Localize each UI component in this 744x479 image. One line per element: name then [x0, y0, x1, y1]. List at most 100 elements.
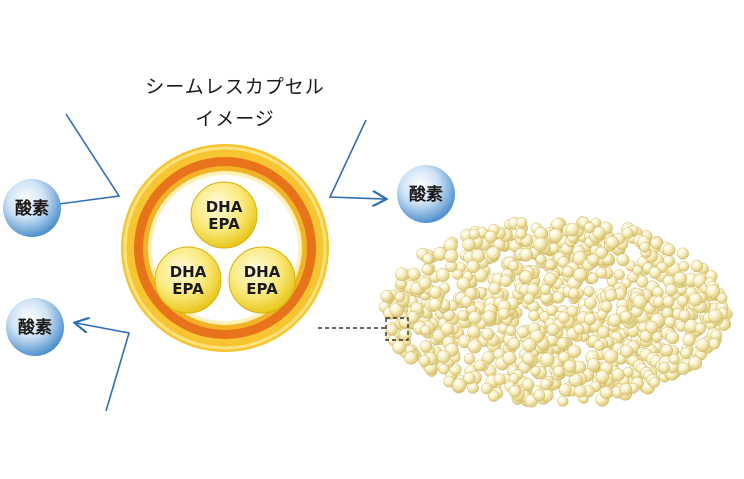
capsule-bead [604, 289, 618, 302]
capsule-bead [557, 395, 569, 407]
capsule-bead [488, 282, 502, 295]
dha-label-top: DHA [206, 198, 243, 216]
capsule-bead [535, 254, 547, 265]
capsule-bead [662, 295, 675, 308]
capsule-bead [690, 259, 704, 273]
oxygen-bubble-upper-left: 酸素 [3, 179, 61, 237]
capsule-bead [528, 310, 540, 322]
capsule-bead [546, 323, 560, 337]
capsule-bead [493, 373, 506, 386]
epa-label-top: EPA [208, 215, 240, 233]
capsule-bead [394, 267, 409, 282]
capsule-bead [584, 312, 597, 326]
capsule-bead [436, 350, 451, 364]
capsule-bead [481, 382, 493, 395]
capsule-bead [716, 292, 728, 304]
capsule-bead [664, 316, 676, 329]
capsule-bead [645, 320, 659, 334]
capsule-bead [533, 389, 546, 402]
capsule-bead [565, 222, 580, 237]
capsule-bead [665, 331, 680, 345]
capsule-bead [523, 293, 535, 305]
capsule-bead [705, 284, 721, 299]
capsule-bead [540, 352, 555, 367]
arrow-right [328, 119, 385, 199]
capsule-bead [556, 337, 569, 350]
diagram-title-line-1: シームレスカプセル [145, 76, 325, 98]
capsule-bead [573, 268, 588, 283]
capsule-bead [611, 368, 625, 382]
capsule-bead [546, 304, 558, 316]
capsule-bead [677, 362, 690, 375]
dha-label-left: DHA [170, 263, 207, 281]
capsule-bead [563, 359, 577, 373]
capsule-bead-pile [378, 216, 733, 408]
capsule-bead [463, 372, 476, 385]
capsule-bead [435, 268, 450, 282]
capsule-bead [508, 260, 520, 272]
capsule-bead [487, 390, 500, 402]
capsule-bead [592, 226, 606, 240]
capsule-bead [584, 296, 597, 310]
capsule-bead [540, 284, 551, 295]
capsule-bead [429, 286, 442, 299]
diagram-title-line-2: イメージ [195, 108, 275, 130]
capsule-bead [452, 268, 463, 280]
capsule-bead [595, 370, 610, 384]
oxygen-bubble-lower-left: 酸素 [6, 298, 64, 356]
capsule-bead [562, 265, 574, 278]
capsule-bead [515, 217, 528, 229]
capsule-bead [632, 294, 647, 309]
capsule-bead [530, 366, 541, 377]
capsule-bead [648, 266, 662, 279]
capsule-bead [584, 222, 595, 234]
seamless-capsule: DHA EPA DHA EPA DHA EPA [121, 144, 329, 352]
capsule-bead [497, 307, 510, 320]
capsule-bead [639, 241, 651, 253]
capsule-bead [467, 339, 482, 354]
capsule-bead [380, 290, 393, 303]
capsule-bead [676, 247, 689, 260]
capsule-bead [438, 363, 450, 375]
capsule-bead [678, 309, 691, 322]
capsule-bead [474, 268, 489, 283]
capsule-bead [519, 270, 533, 284]
capsule-bead [449, 363, 462, 376]
capsule-bead [539, 378, 552, 390]
capsule-bead [595, 267, 608, 279]
capsule-bead [505, 325, 517, 336]
capsule-bead [385, 323, 398, 336]
capsule-bead [508, 385, 522, 398]
capsule-bead [407, 267, 421, 281]
capsule-bead [567, 287, 580, 300]
capsule-bead [452, 378, 467, 393]
capsule-bead [521, 378, 535, 391]
dha-epa-droplet-top: DHA EPA [190, 181, 258, 249]
capsule-bead [678, 260, 690, 272]
capsule-bead [676, 295, 689, 307]
capsule-bead [418, 354, 431, 367]
capsule-bead [462, 238, 476, 252]
capsule-bead [552, 365, 565, 378]
capsule-bead [522, 351, 536, 366]
capsule-bead [440, 322, 455, 336]
capsule-bead [600, 300, 613, 313]
capsule-bead [558, 351, 571, 364]
epa-label-left: EPA [172, 280, 204, 298]
capsule-bead [593, 340, 605, 351]
capsule-bead [620, 344, 634, 358]
capsule-bead [558, 383, 572, 397]
capsule-bead [392, 340, 407, 355]
capsule-bead [507, 337, 521, 350]
capsule-bead [648, 376, 660, 388]
capsule-bead [460, 295, 473, 308]
capsule-bead [567, 344, 582, 359]
capsule-bead [552, 291, 565, 304]
capsule-bead [444, 248, 459, 263]
capsule-bead [467, 325, 481, 339]
oxygen-arrows [44, 113, 385, 412]
epa-label-right: EPA [246, 280, 278, 298]
dha-epa-droplet-right: DHA EPA [228, 246, 296, 314]
capsule-bead [673, 271, 687, 286]
oxygen-label-lower-left: 酸素 [18, 317, 52, 338]
